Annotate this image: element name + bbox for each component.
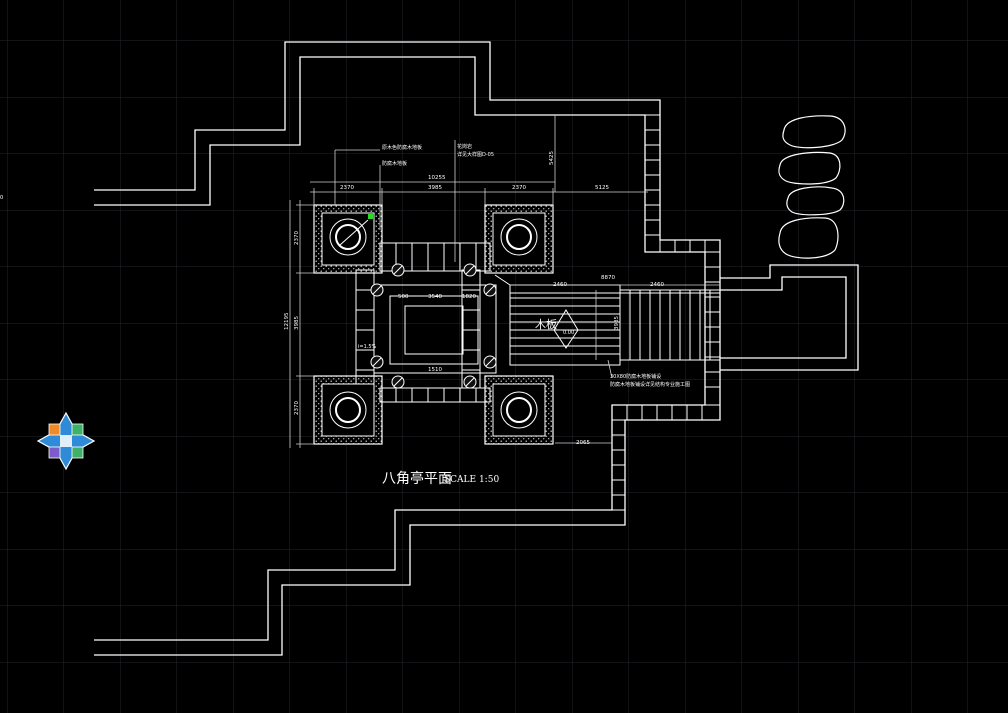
column-pad-se	[484, 375, 554, 445]
dim-side-small: 1510	[428, 367, 442, 373]
note-floor: 防腐木地板	[382, 160, 407, 167]
note-slope: i=1.5%	[358, 344, 377, 350]
note-edge-mark: 0	[0, 195, 3, 201]
dim-top-c: 2370	[512, 185, 526, 191]
deck-label: 木板	[535, 317, 557, 331]
drawing-title-main: 八角亭平面	[382, 470, 452, 487]
dim-left-c: 2370	[294, 401, 300, 415]
dim-deck-total: 8870	[601, 275, 615, 281]
dim-top-b: 3985	[428, 185, 442, 191]
dimension-texts: 2370 3985 2370 5125 10255 2370 3985 2370…	[284, 151, 664, 446]
dim-deck-a: 2460	[553, 282, 567, 288]
dim-bottom-right: 2065	[576, 440, 590, 446]
column-pad-ne	[484, 204, 554, 274]
dim-vertical-top: 5425	[549, 151, 555, 165]
selection-grip-marker[interactable]	[368, 214, 373, 219]
note-deck-laying: 30X80防腐木地板铺设	[610, 373, 661, 380]
dim-inner-width: 3540	[428, 294, 442, 300]
note-granite: 花岗岩	[457, 143, 472, 150]
dim-left-a: 2370	[294, 231, 300, 245]
drawing-title: 八角亭平面 SCALE 1:50	[382, 470, 499, 487]
dim-top-a: 2370	[340, 185, 354, 191]
dim-deck-height: 3985	[614, 316, 620, 330]
posts	[370, 263, 497, 389]
dim-top-total: 10255	[428, 175, 446, 181]
elevation-marker: 0.00	[553, 309, 580, 349]
dim-deck-b: 2460	[650, 282, 664, 288]
dim-left-total: 12195	[284, 312, 290, 330]
dim-left-b: 3985	[294, 316, 300, 330]
dim-top-right: 5125	[595, 185, 609, 191]
stepping-stones	[778, 115, 846, 259]
note-wood-floor: 原木色防腐木地板	[382, 144, 422, 151]
dimension-lines	[289, 115, 720, 448]
dim-offset-a: 500	[398, 294, 409, 300]
elevation-value: 0.00	[563, 330, 574, 336]
note-deck-structure: 防腐木地板铺设详见结构专业施工图	[610, 381, 690, 388]
column-pads	[313, 204, 554, 445]
autocad-logo-icon	[36, 411, 96, 471]
note-detail-ref: 详见大样图D-05	[457, 151, 494, 158]
drawing-title-scale: SCALE 1:50	[444, 475, 499, 485]
column-pad-sw	[313, 375, 383, 445]
dim-offset-b: 1820	[462, 294, 476, 300]
walkway-extension	[720, 264, 859, 371]
annotation-notes: 原木色防腐木地板 防腐木地板 花岗岩 详见大样图D-05 30X80防腐木地板铺…	[0, 143, 690, 388]
